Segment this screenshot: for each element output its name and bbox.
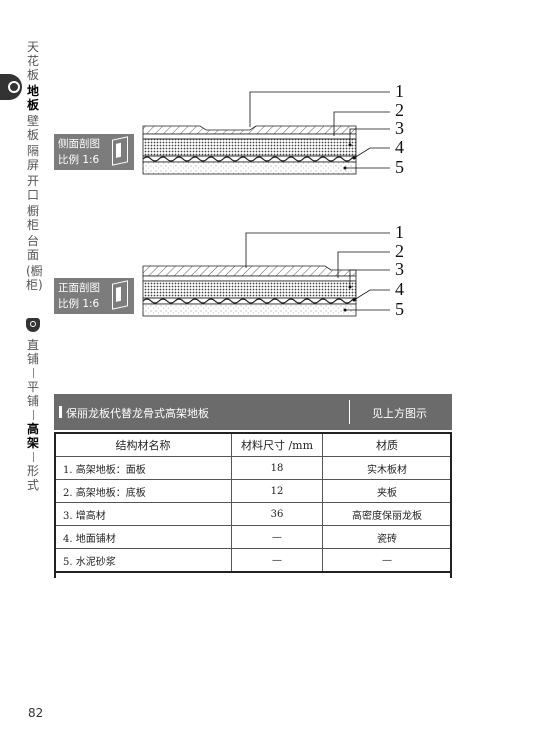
cell-name: 3. 增高材 bbox=[54, 502, 232, 526]
subnav-item-flat[interactable]: 平铺 bbox=[26, 380, 39, 408]
nav-item-cabinet[interactable]: 橱柜 bbox=[26, 204, 39, 232]
front-section-label: 正面剖图 比例 1:6 bbox=[54, 278, 134, 314]
cell-type: 瓷砖 bbox=[322, 525, 452, 549]
cell-type: 高密度保丽龙板 bbox=[322, 502, 452, 526]
nav-item-ceiling[interactable]: 天花板 bbox=[26, 40, 39, 82]
table-title-bar: 保丽龙板代替龙骨式高架地板 见上方图示 bbox=[54, 394, 452, 430]
front-section-scale: 比例 1:6 bbox=[58, 298, 100, 310]
cell-name: 5. 水泥砂浆 bbox=[54, 548, 232, 573]
subnav-item-raised[interactable]: 高架 bbox=[26, 422, 39, 450]
header-material-size: 材料尺寸 /mm bbox=[231, 432, 323, 457]
nav-item-opening[interactable]: 开口 bbox=[26, 174, 39, 202]
nav-item-cabinet-note[interactable]: (橱柜) bbox=[26, 264, 43, 292]
nav-item-countertop[interactable]: 台面 bbox=[26, 234, 39, 262]
side-section-title: 侧面剖图 bbox=[58, 138, 100, 150]
subnav-icon bbox=[26, 318, 40, 332]
subnav-item-direct[interactable]: 直铺 bbox=[26, 338, 39, 366]
callout-3-side: 3 bbox=[395, 118, 404, 138]
side-section-scale: 比例 1:6 bbox=[58, 154, 100, 166]
front-section-title: 正面剖图 bbox=[58, 282, 100, 294]
nav-tab-indicator bbox=[0, 74, 22, 100]
callout-4-side: 4 bbox=[395, 137, 404, 157]
table-row: 4. 地面铺材 — 瓷砖 bbox=[54, 525, 452, 549]
cell-type: 实木板材 bbox=[322, 456, 452, 480]
header-material-type: 材质 bbox=[322, 432, 452, 457]
callout-1-front: 1 bbox=[395, 222, 404, 242]
table-row: 1. 高架地板：面板 18 实木板材 bbox=[54, 456, 452, 480]
callout-1-side: 1 bbox=[395, 81, 404, 101]
callout-3-front: 3 bbox=[395, 259, 404, 279]
nav-sidebar-top: 天花板 地板 壁板 隔屏 开口 橱柜 台面 (橱柜) bbox=[26, 40, 43, 304]
side-section-label: 侧面剖图 比例 1:6 bbox=[54, 134, 134, 170]
table-header-row: 结构材名称 材料尺寸 /mm 材质 bbox=[54, 432, 452, 457]
cell-size: 18 bbox=[231, 456, 323, 480]
cell-name: 2. 高架地板：底板 bbox=[54, 479, 232, 503]
cell-size: — bbox=[231, 548, 323, 573]
table-title: 保丽龙板代替龙骨式高架地板 bbox=[59, 406, 209, 420]
cell-size: 12 bbox=[231, 479, 323, 503]
nav-item-wall[interactable]: 壁板 bbox=[26, 114, 39, 142]
front-section-drawing bbox=[142, 232, 390, 317]
nav-sidebar-sub: 直铺 平铺 高架 形式 bbox=[26, 338, 40, 492]
callout-5-front: 5 bbox=[395, 299, 404, 319]
callout-5-side: 5 bbox=[395, 157, 404, 177]
cell-size: 36 bbox=[231, 502, 323, 526]
cell-name: 1. 高架地板：面板 bbox=[54, 456, 232, 480]
subnav-item-form[interactable]: 形式 bbox=[26, 464, 39, 492]
title-divider bbox=[349, 400, 350, 424]
callout-4-front: 4 bbox=[395, 279, 404, 299]
cell-type: — bbox=[322, 548, 452, 573]
table-row: 3. 增高材 36 高密度保丽龙板 bbox=[54, 502, 452, 526]
cell-size: — bbox=[231, 525, 323, 549]
nav-item-partition[interactable]: 隔屏 bbox=[26, 144, 39, 172]
side-section-drawing bbox=[142, 91, 390, 175]
table-row: 2. 高架地板：底板 12 夹板 bbox=[54, 479, 452, 503]
table-row: 5. 水泥砂浆 — — bbox=[54, 548, 452, 573]
cell-name: 4. 地面铺材 bbox=[54, 525, 232, 549]
table-reference: 见上方图示 bbox=[372, 407, 427, 420]
header-material-name: 结构材名称 bbox=[54, 432, 232, 457]
materials-table: 结构材名称 材料尺寸 /mm 材质 1. 高架地板：面板 18 实木板材 2. … bbox=[54, 432, 452, 573]
page-number: 82 bbox=[28, 706, 44, 720]
cell-type: 夹板 bbox=[322, 479, 452, 503]
nav-item-floor[interactable]: 地板 bbox=[26, 84, 39, 112]
callout-2-front: 2 bbox=[395, 241, 404, 261]
callout-2-side: 2 bbox=[395, 100, 404, 120]
